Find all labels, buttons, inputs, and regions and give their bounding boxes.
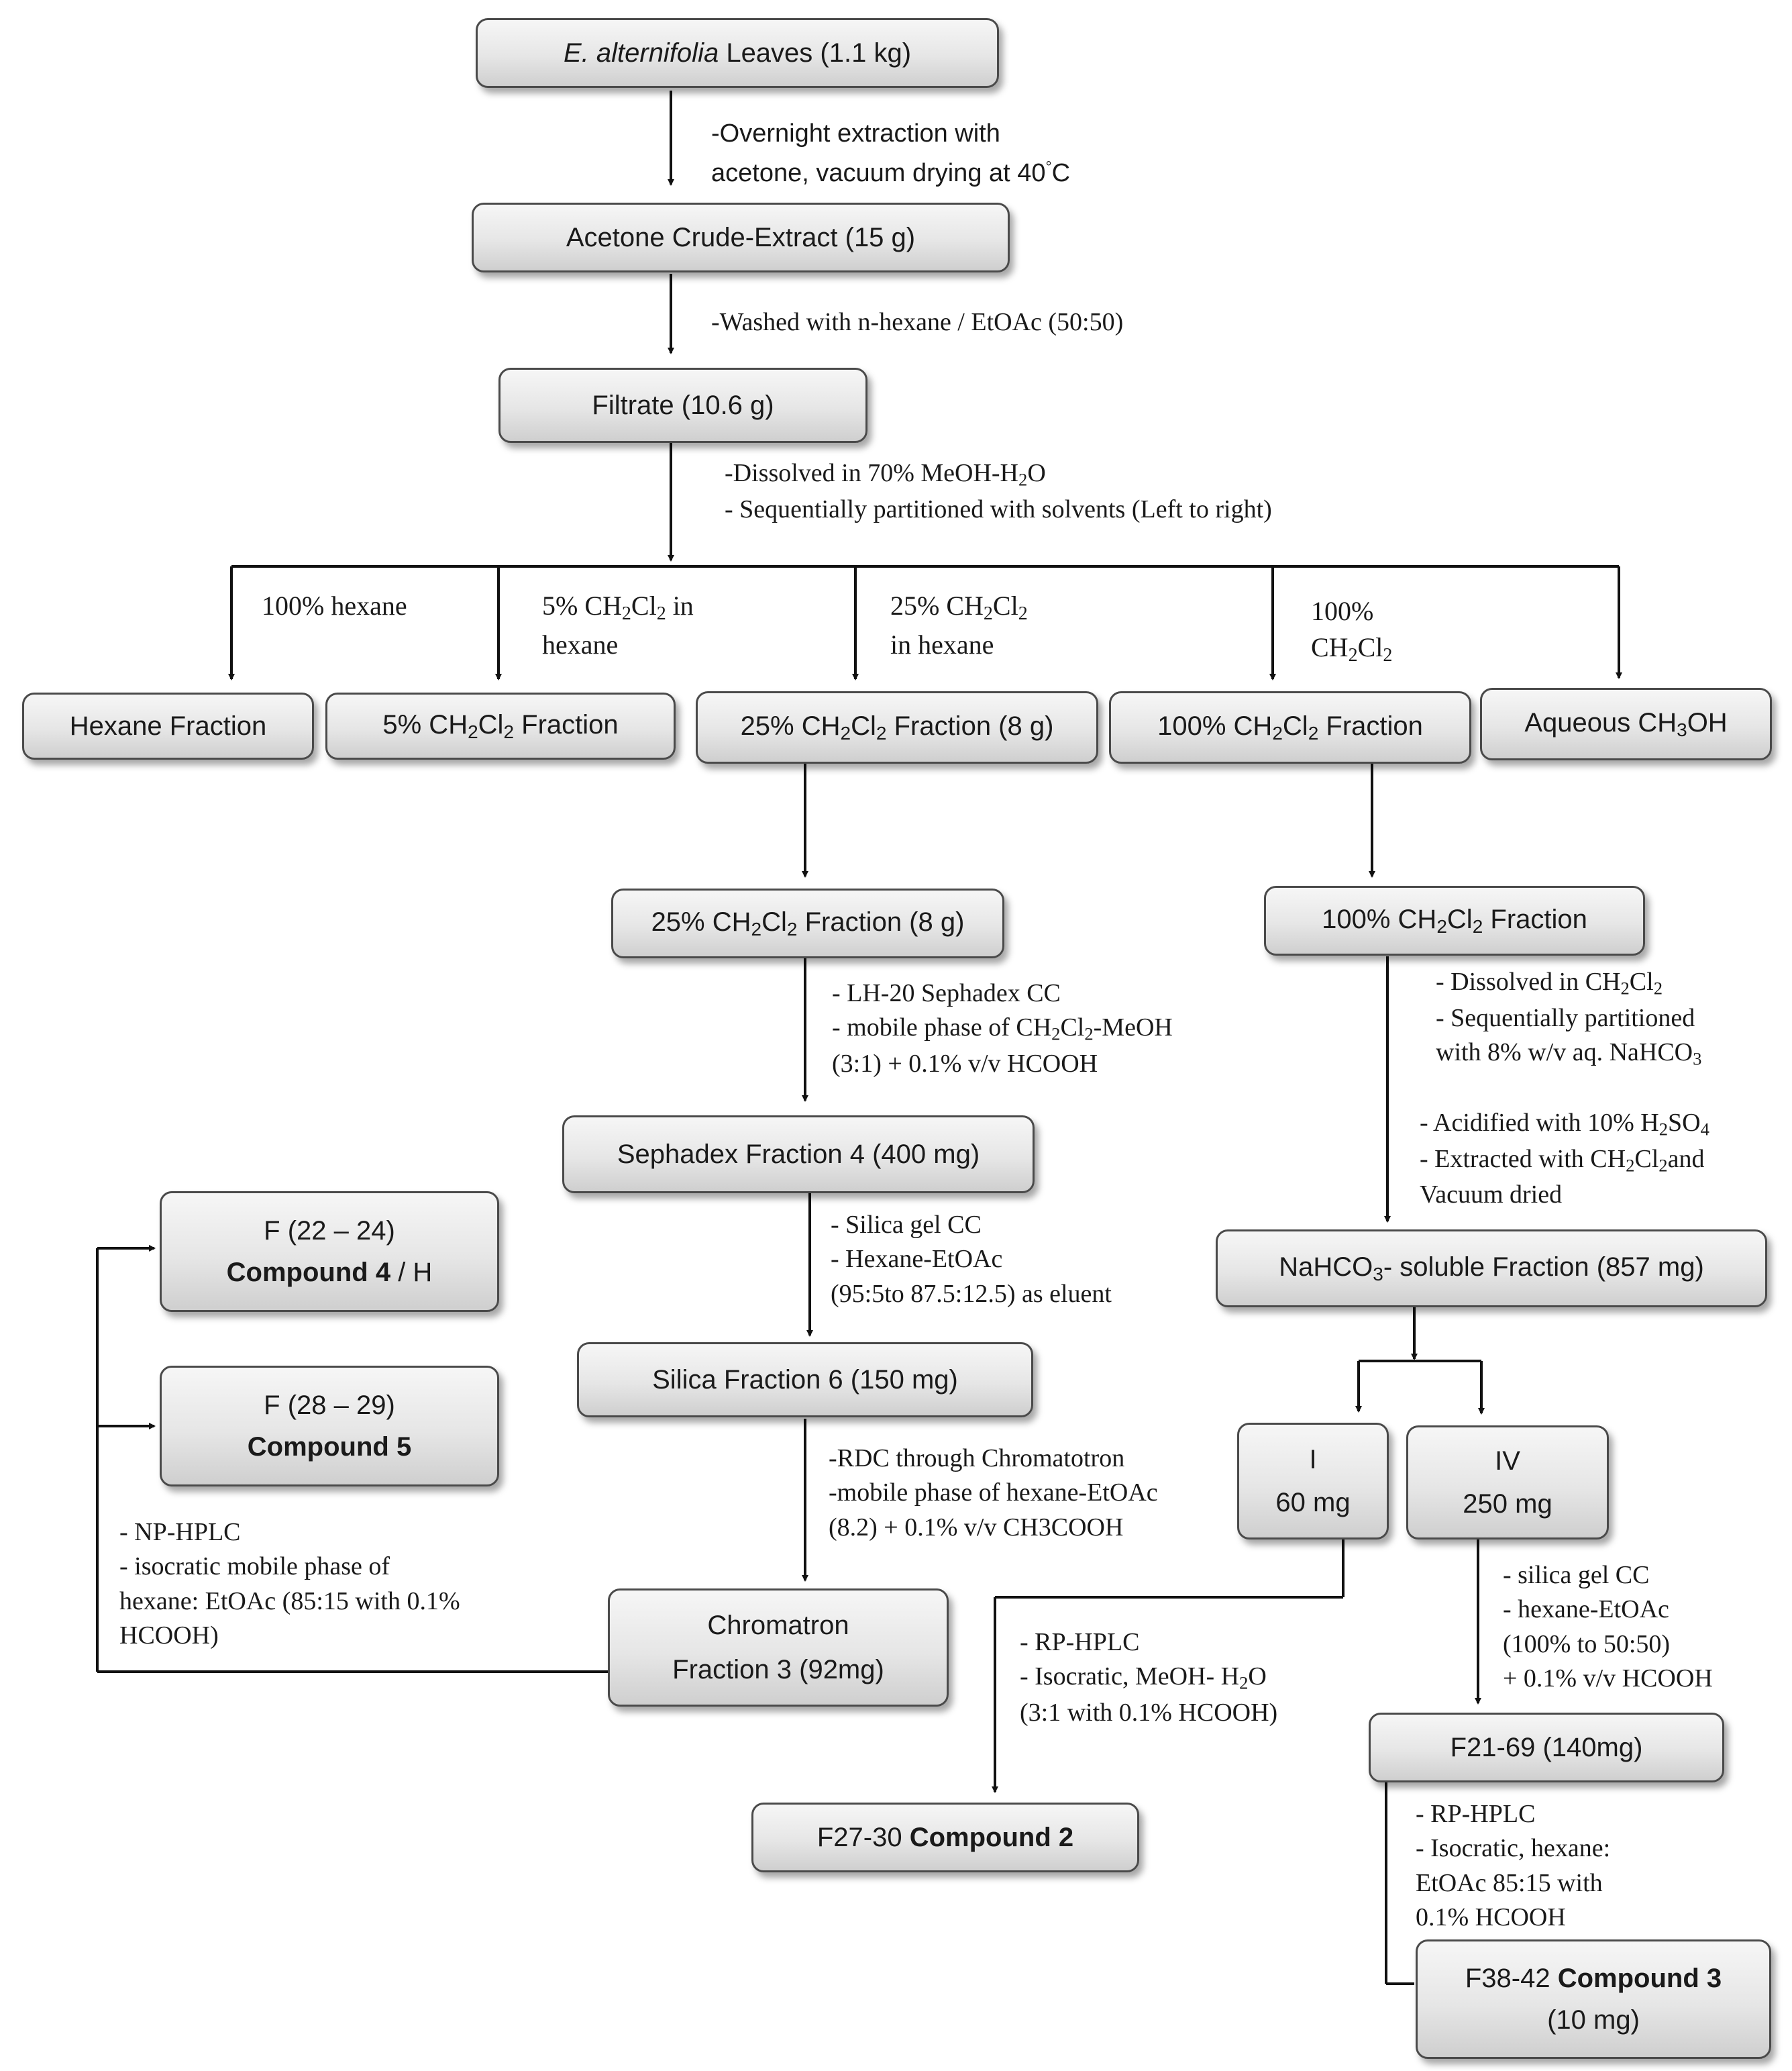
compound5-label: Compound 5 xyxy=(247,1432,412,1462)
compound3-label: F38-42 Compound 3 xyxy=(1465,1964,1722,1993)
frac-IV-label: IV xyxy=(1495,1446,1520,1476)
sephadex-fraction-label: Sephadex Fraction 4 (400 mg) xyxy=(617,1140,980,1169)
hexane-fraction-label: Hexane Fraction xyxy=(69,711,267,741)
leaves-weight: Leaves (1.1 kg) xyxy=(719,38,912,68)
hexane-fraction-box: Hexane Fraction xyxy=(22,693,314,760)
note-dissolved-dcm: - Dissolved in CH2Cl2 - Sequentially par… xyxy=(1436,968,1702,1069)
dcm25-fraction-b-box: 25% CH2Cl2 Fraction (8 g) xyxy=(611,889,1004,958)
nahco3-fraction-box: NaHCO3- soluble Fraction (857 mg) xyxy=(1216,1229,1767,1307)
note-np-hplc: - NP-HPLC - isocratic mobile phase of he… xyxy=(119,1518,460,1650)
compound4-box: F (22 – 24) Compound 4 / H xyxy=(160,1191,499,1312)
note-extraction: -Overnight extraction with acetone, vacu… xyxy=(711,119,1071,187)
note-solvent-hexane: 100% hexane xyxy=(262,591,407,621)
dcm100-fraction-label: 100% CH2Cl2 Fraction xyxy=(1157,711,1423,744)
dcm100-fraction-b-box: 100% CH2Cl2 Fraction xyxy=(1264,886,1645,956)
frac-IV-box: IV 250 mg xyxy=(1406,1425,1609,1539)
compound5-box: F (28 – 29) Compound 5 xyxy=(160,1366,499,1486)
compound2-box: F27-30 Compound 2 xyxy=(751,1803,1139,1872)
note-dissolved: -Dissolved in 70% MeOH-H2O - Sequentiall… xyxy=(725,459,1272,523)
acetone-extract-box: Acetone Crude-Extract (15 g) xyxy=(472,203,1010,272)
chromatron-fraction-box: Chromatron Fraction 3 (92mg) xyxy=(608,1588,949,1707)
compound4-label: Compound 4 / H xyxy=(226,1258,433,1287)
silica-fraction-box: Silica Fraction 6 (150 mg) xyxy=(577,1342,1033,1417)
dcm25-fraction-box: 25% CH2Cl2 Fraction (8 g) xyxy=(696,691,1098,764)
sephadex-fraction-box: Sephadex Fraction 4 (400 mg) xyxy=(562,1115,1035,1193)
frac-I-mass: 60 mg xyxy=(1275,1488,1351,1517)
note-acidified: - Acidified with 10% H2SO4 - Extracted w… xyxy=(1420,1109,1709,1209)
filtrate-box: Filtrate (10.6 g) xyxy=(498,368,867,443)
dcm25-fraction-b-label: 25% CH2Cl2 Fraction (8 g) xyxy=(651,907,965,940)
compound4-fraction: F (22 – 24) xyxy=(264,1216,395,1246)
note-silica-iv: - silica gel CC - hexane-EtOAc (100% to … xyxy=(1503,1561,1713,1693)
chromatron-line1: Chromatron xyxy=(707,1611,849,1640)
frac-I-label: I xyxy=(1309,1445,1317,1474)
note-washed: -Washed with n-hexane / EtOAc (50:50) xyxy=(711,308,1124,336)
note-solvent-25: 25% CH2Cl2 in hexane xyxy=(890,591,1028,660)
note-silica-cc: - Silica gel CC - Hexane-EtOAc (95:5to 8… xyxy=(831,1211,1112,1308)
frac-I-box: I 60 mg xyxy=(1237,1423,1389,1539)
filtrate-label: Filtrate (10.6 g) xyxy=(592,391,774,420)
frac-IV-mass: 250 mg xyxy=(1463,1489,1552,1519)
compound3-box: F38-42 Compound 3 (10 mg) xyxy=(1416,1939,1771,2059)
note-solvent-100: 100% CH2Cl2 xyxy=(1311,596,1393,666)
chromatron-line2: Fraction 3 (92mg) xyxy=(672,1655,884,1684)
compound3-mass: (10 mg) xyxy=(1547,2005,1640,2035)
dcm5-fraction-label: 5% CH2Cl2 Fraction xyxy=(382,710,619,743)
aqueous-fraction-box: Aqueous CH3OH xyxy=(1480,688,1772,760)
dcm5-fraction-box: 5% CH2Cl2 Fraction xyxy=(325,693,676,760)
compound2-label: F27-30 Compound 2 xyxy=(816,1823,1074,1852)
compound5-fraction: F (28 – 29) xyxy=(264,1391,395,1420)
note-rp-hplc-2: - RP-HPLC - Isocratic, hexane: EtOAc 85:… xyxy=(1416,1800,1611,1931)
note-solvent-5: 5% CH2Cl2 in hexane xyxy=(542,591,694,660)
note-rp-hplc-1: - RP-HPLC - Isocratic, MeOH- H2O (3:1 wi… xyxy=(1020,1628,1278,1727)
acetone-extract-label: Acetone Crude-Extract (15 g) xyxy=(566,223,916,252)
nahco3-fraction-label: NaHCO3- soluble Fraction (857 mg) xyxy=(1279,1252,1704,1285)
leaves-species: E. alternifolia xyxy=(563,38,719,68)
aqueous-fraction-label: Aqueous CH3OH xyxy=(1524,708,1728,741)
f21-69-label: F21-69 (140mg) xyxy=(1450,1733,1643,1762)
dcm100-fraction-b-label: 100% CH2Cl2 Fraction xyxy=(1322,905,1587,938)
dcm100-fraction-box: 100% CH2Cl2 Fraction xyxy=(1109,691,1471,764)
dcm25-fraction-label: 25% CH2Cl2 Fraction (8 g) xyxy=(740,711,1054,744)
f21-69-box: F21-69 (140mg) xyxy=(1369,1713,1724,1782)
note-rdc: -RDC through Chromatotron -mobile phase … xyxy=(829,1444,1158,1542)
leaves-box: E. alternifolia Leaves (1.1 kg) xyxy=(476,18,999,88)
silica-fraction-label: Silica Fraction 6 (150 mg) xyxy=(652,1365,958,1395)
note-lh20: - LH-20 Sephadex CC - mobile phase of CH… xyxy=(832,979,1173,1078)
